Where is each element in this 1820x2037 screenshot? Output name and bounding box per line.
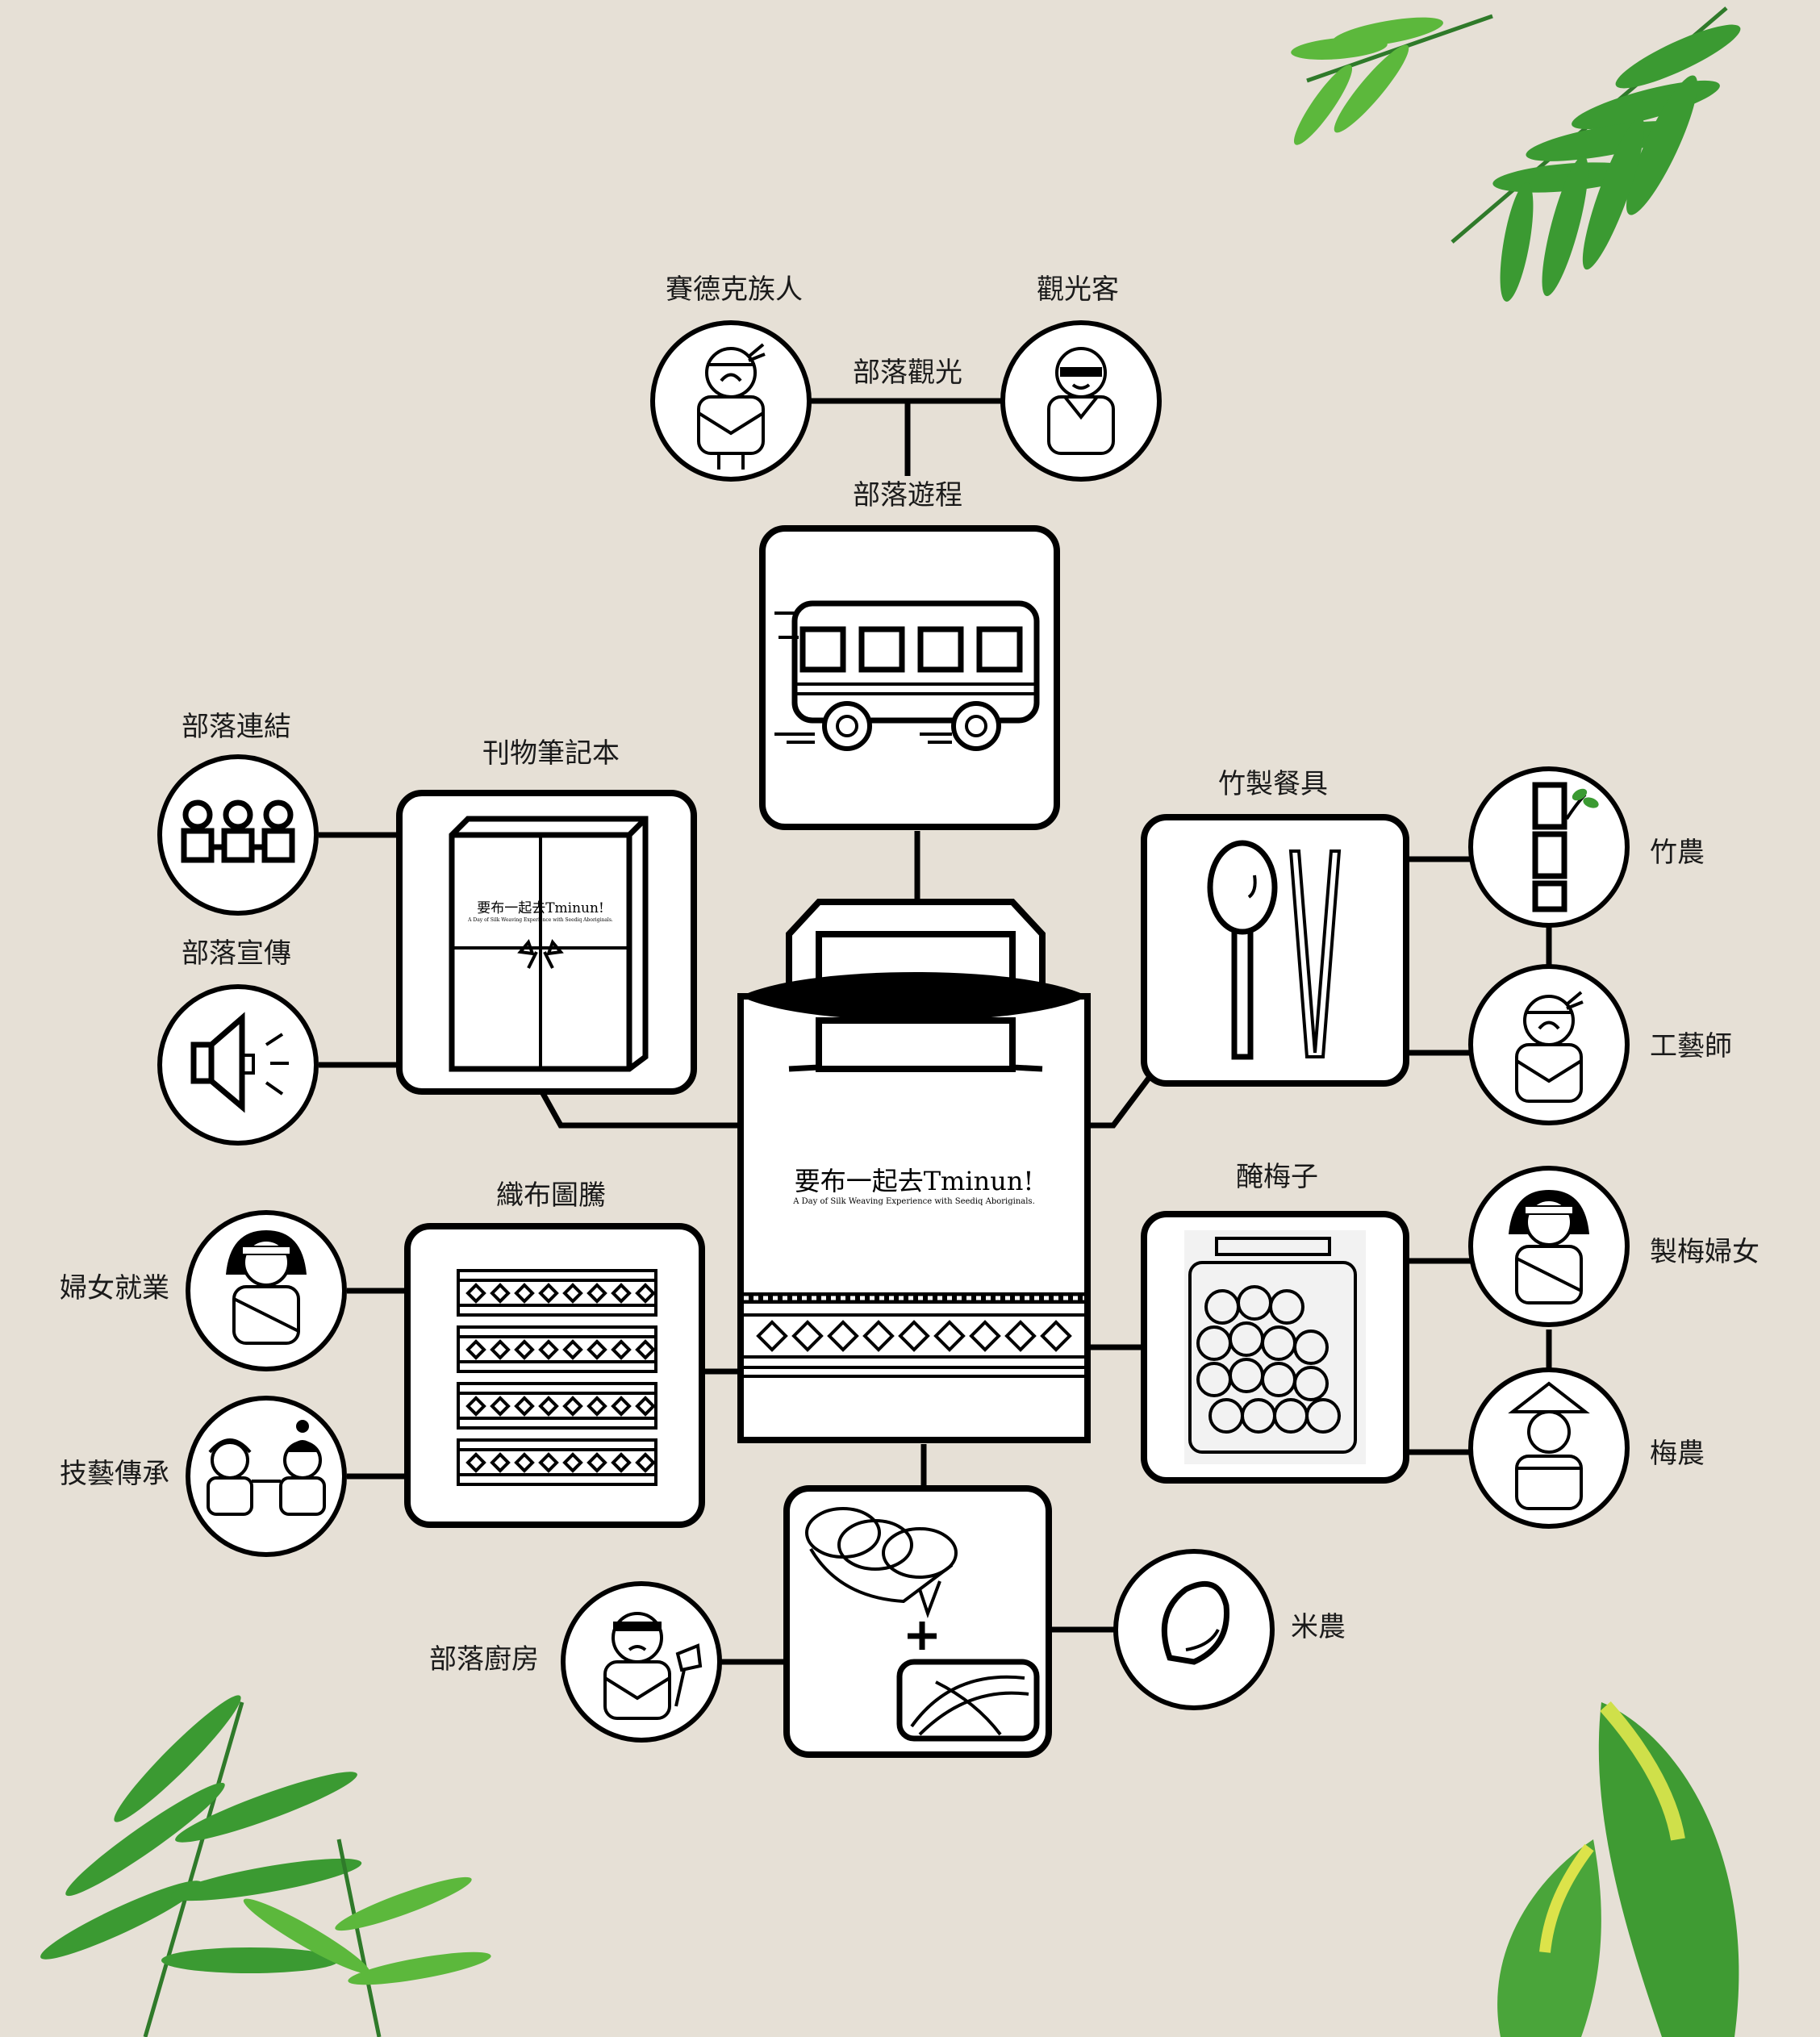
speaker-icon: [190, 1012, 289, 1113]
person-icon: [1509, 1190, 1589, 1304]
bag-subtitle: A Day of Silk Weaving Experience with Se…: [792, 1197, 1035, 1206]
label-tribal-kitchen: 部落廚房: [429, 1643, 539, 1676]
leaf-decoration-icon: [40, 1695, 491, 2037]
notebook-icon: 要布一起去Tminun! A Day of Silk Weaving Exper…: [449, 816, 649, 1072]
node-women-employment[interactable]: [186, 1210, 347, 1371]
node-publication-notebook[interactable]: 要布一起去Tminun! A Day of Silk Weaving Exper…: [396, 790, 697, 1095]
label-tribal-promotion: 部落宣傳: [182, 937, 291, 970]
food-icon: [805, 1507, 1040, 1742]
node-plum-farmer[interactable]: [1468, 1367, 1630, 1529]
person-icon: [1047, 347, 1115, 455]
label-craftsman: 工藝師: [1650, 1030, 1732, 1062]
jar-icon: [1184, 1230, 1366, 1464]
node-rice-farmer[interactable]: [1113, 1549, 1275, 1710]
connector-lines: [319, 398, 1552, 1665]
person-icon: [207, 1420, 326, 1516]
node-tribal-link[interactable]: [157, 754, 319, 916]
label-tourists: 觀光客: [1037, 273, 1119, 306]
label-bamboo-farmer: 竹農: [1650, 837, 1705, 869]
person-icon: [697, 343, 766, 470]
notebook-subtitle: A Day of Silk Weaving Experience with Se…: [467, 917, 613, 923]
node-weaving-totem[interactable]: [404, 1223, 705, 1528]
person-icon: [226, 1230, 307, 1345]
textile-icon: [457, 1269, 657, 1486]
node-seediq-people[interactable]: [650, 320, 812, 482]
label-women-employment: 婦女就業: [60, 1272, 169, 1304]
person-icon: [1508, 1381, 1590, 1510]
label-weaving-totem: 織布圖騰: [496, 1179, 606, 1212]
leaf-decoration-icon: [1291, 6, 1741, 302]
node-tribal-tour[interactable]: [759, 525, 1060, 830]
node-plum-women[interactable]: [1468, 1166, 1630, 1327]
spoon-chopsticks-icon: [1207, 840, 1342, 1060]
label-skill-inheritance: 技藝傳承: [60, 1458, 169, 1490]
bamboo-icon: [1532, 782, 1599, 912]
label-tribal-tourism: 部落觀光: [853, 357, 962, 389]
node-tribal-promotion[interactable]: [157, 984, 319, 1146]
person-icon: [1515, 991, 1584, 1103]
notebook-brand: 要布一起去Tminun!: [477, 900, 604, 916]
people-group-icon: [181, 799, 295, 863]
bus-icon: [774, 600, 1040, 751]
label-seediq-people: 賽德克族人: [666, 273, 803, 306]
label-plum-farmer: 梅農: [1650, 1438, 1705, 1470]
bag-brand: 要布一起去Tminun!: [795, 1166, 1034, 1196]
label-rice-farmer: 米農: [1291, 1611, 1346, 1643]
bag-icon[interactable]: 要布一起去Tminun! A Day of Silk Weaving Exper…: [737, 899, 1091, 1443]
node-pickled-plum[interactable]: [1141, 1211, 1409, 1484]
node-craftsman[interactable]: [1468, 964, 1630, 1125]
label-tribal-tour: 部落遊程: [853, 479, 962, 511]
textile-pattern: [744, 1292, 1084, 1378]
label-pickled-plum: 醃梅子: [1236, 1161, 1318, 1193]
node-bamboo-tableware[interactable]: [1141, 814, 1409, 1087]
leaf-decoration-icon: [1497, 1701, 1739, 2037]
person-icon: [603, 1612, 703, 1720]
label-bamboo-tableware: 竹製餐具: [1218, 768, 1328, 800]
label-tribal-link: 部落連結: [182, 711, 291, 743]
rice-grain-icon: [1161, 1580, 1229, 1665]
node-bamboo-farmer[interactable]: [1468, 766, 1630, 928]
node-skill-inheritance[interactable]: [186, 1396, 347, 1557]
node-tourists[interactable]: [1000, 320, 1162, 482]
label-plum-women: 製梅婦女: [1650, 1236, 1759, 1268]
label-publication-notebook: 刊物筆記本: [482, 737, 620, 770]
node-tribal-kitchen[interactable]: [561, 1581, 722, 1743]
node-food[interactable]: [783, 1485, 1052, 1758]
